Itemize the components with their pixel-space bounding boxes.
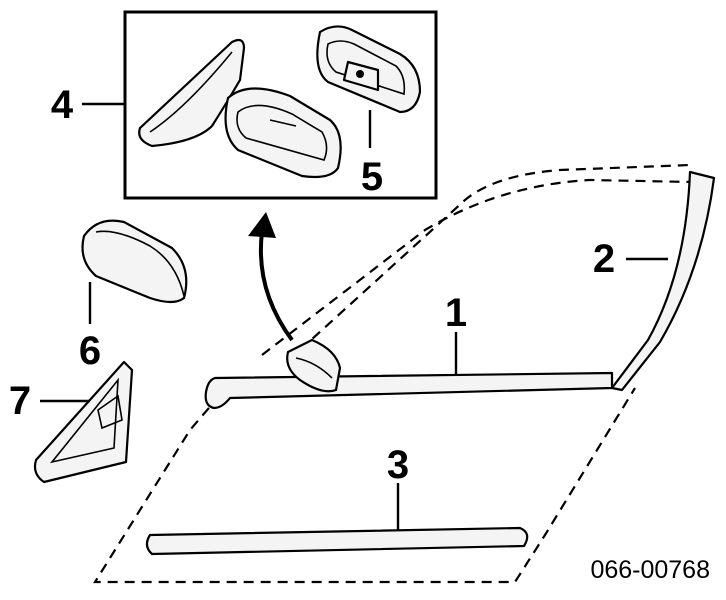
callout-6: 6 [79,329,101,373]
belt-molding-part [204,371,614,410]
door-outline [93,163,693,584]
callout-5: 5 [361,155,383,199]
mirror-assembly-part [138,38,342,179]
callout-1: 1 [445,291,467,335]
diagram-code: 066-00768 [590,556,710,584]
door-mirror-part [286,338,342,393]
pointer-arrow [248,212,294,342]
mirror-glass-part [316,25,422,114]
callout-4: 4 [51,83,74,127]
window-frame-molding-part [610,170,716,392]
callout-7: 7 [9,379,31,423]
callout-3: 3 [387,443,409,487]
callout-2: 2 [593,237,615,281]
corner-garnish-part [33,360,134,484]
mirror-cover-part [81,219,188,304]
side-molding-part [145,526,529,556]
